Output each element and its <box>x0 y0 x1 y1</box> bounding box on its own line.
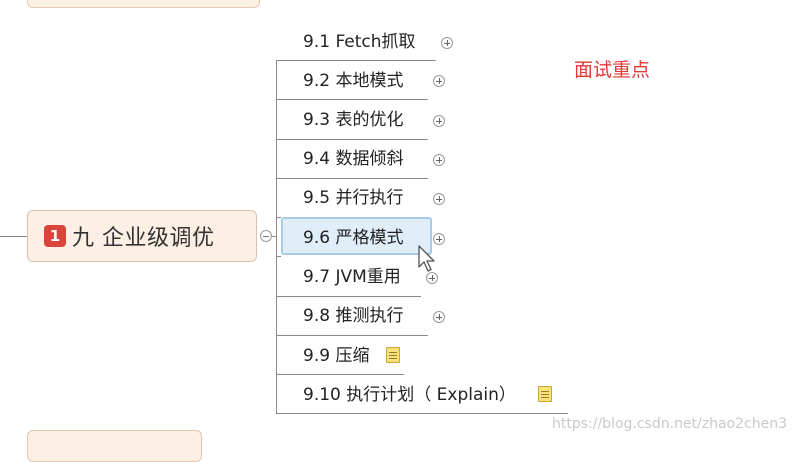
topic-underline <box>276 296 421 297</box>
expand-icon[interactable] <box>433 233 445 245</box>
note-icon[interactable] <box>538 386 552 402</box>
expand-icon[interactable] <box>433 75 445 87</box>
topic-underline <box>276 256 281 257</box>
topic-underline <box>276 413 568 414</box>
expand-icon[interactable] <box>433 154 445 166</box>
connector-line <box>0 236 27 237</box>
branch-connector <box>276 60 277 414</box>
sibling-topic-bottom[interactable] <box>27 430 202 462</box>
annotation-text: 面试重点 <box>574 59 651 81</box>
topic-underline <box>276 335 428 336</box>
expand-icon[interactable] <box>433 311 445 323</box>
topic-9-9[interactable]: 9.9 压缩 <box>303 346 370 366</box>
topic-9-8[interactable]: 9.8 推测执行 <box>303 306 404 326</box>
mouse-cursor-icon <box>418 245 435 272</box>
topic-9-2[interactable]: 9.2 本地模式 <box>303 71 404 91</box>
expand-icon[interactable] <box>426 272 438 284</box>
topic-underline <box>276 60 436 61</box>
topic-underline <box>276 178 428 179</box>
topic-underline <box>276 139 428 140</box>
expand-icon[interactable] <box>433 193 445 205</box>
expand-icon[interactable] <box>441 37 453 49</box>
priority-1-icon: 1 <box>44 225 66 247</box>
expand-icon[interactable] <box>433 115 445 127</box>
note-icon[interactable] <box>386 347 400 363</box>
topic-underline <box>276 99 428 100</box>
topic-9-5[interactable]: 9.5 并行执行 <box>303 188 404 208</box>
central-topic-title: 九 企业级调优 <box>72 226 215 251</box>
topic-underline <box>276 217 281 218</box>
topic-9-3[interactable]: 9.3 表的优化 <box>303 110 404 130</box>
topic-9-6[interactable]: 9.6 严格模式 <box>303 228 404 248</box>
topic-9-7[interactable]: 9.7 JVM重用 <box>303 267 401 287</box>
topic-9-10[interactable]: 9.10 执行计划（ Explain） <box>303 385 516 405</box>
topic-selection-highlight <box>281 217 432 255</box>
topic-underline <box>276 374 404 375</box>
sibling-topic-top[interactable] <box>27 0 260 8</box>
topic-9-1[interactable]: 9.1 Fetch抓取 <box>303 32 416 52</box>
watermark: https://blog.csdn.net/zhao2chen3 <box>552 416 787 432</box>
collapse-icon[interactable] <box>260 230 272 242</box>
topic-9-4[interactable]: 9.4 数据倾斜 <box>303 149 404 169</box>
central-topic[interactable]: 1 九 企业级调优 <box>27 210 257 262</box>
branch-connector <box>272 236 277 237</box>
